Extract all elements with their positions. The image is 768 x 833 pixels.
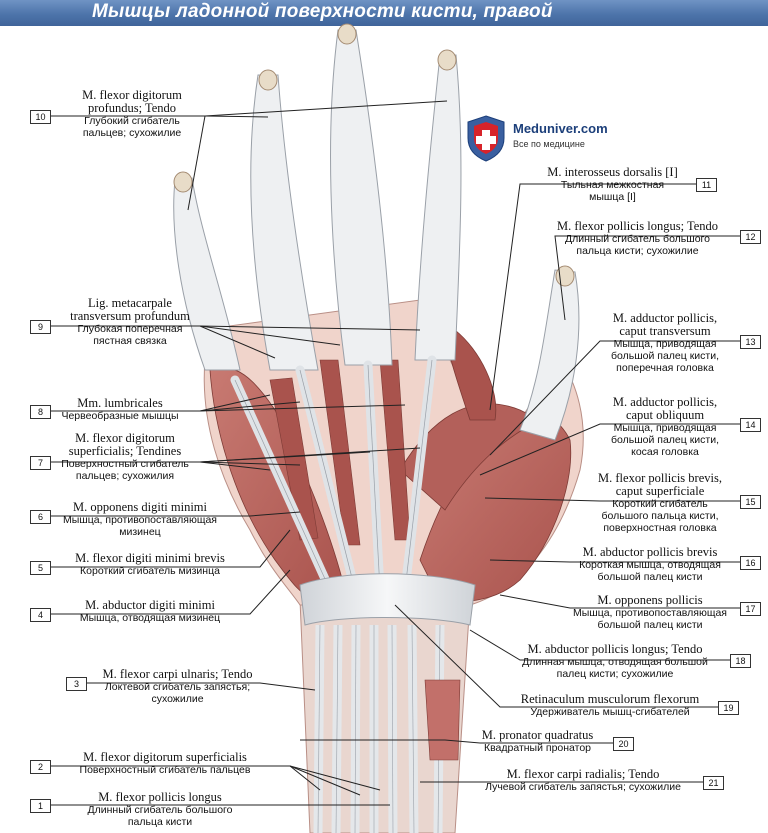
label-number-18: 18: [730, 654, 751, 668]
label-number-17: 17: [740, 602, 761, 616]
label-number-13: 13: [740, 335, 761, 349]
label-number-16: 16: [740, 556, 761, 570]
meduniver-logo: Meduniver.com Все по медицине: [462, 114, 622, 164]
label-13: M. adductor pollicis,caput transversum М…: [611, 311, 719, 375]
label-20: M. pronator quadratus Квадратный пронато…: [481, 728, 594, 755]
label-3: M. flexor carpi ulnaris; Tendo Локтевой …: [102, 667, 253, 706]
label-15: M. flexor pollicis brevis,caput superfic…: [598, 471, 722, 535]
label-number-5: 5: [30, 561, 51, 575]
label-number-1: 1: [30, 799, 51, 813]
label-number-20: 20: [613, 737, 634, 751]
label-number-4: 4: [30, 608, 51, 622]
label-number-3: 3: [66, 677, 87, 691]
label-number-7: 7: [30, 456, 51, 470]
label-number-8: 8: [30, 405, 51, 419]
label-19: Retinaculum musculorum flexorum Удержива…: [520, 692, 700, 719]
shield-logo-icon: [467, 115, 505, 162]
label-number-10: 10: [30, 110, 51, 124]
leader-lines: [49, 100, 741, 806]
label-number-14: 14: [740, 418, 761, 432]
label-12: M. flexor pollicis longus; Tendo Длинный…: [556, 219, 719, 258]
index-finger: [414, 54, 462, 361]
label-number-21: 21: [703, 776, 724, 790]
label-16: M. abductor pollicis brevis Короткая мыш…: [579, 545, 721, 584]
label-1: M. flexor pollicis longus Длинный сгибат…: [87, 790, 233, 829]
label-number-19: 19: [718, 701, 739, 715]
label-4: M. abductor digiti minimi Мышца, отводящ…: [79, 598, 221, 625]
label-number-15: 15: [740, 495, 761, 509]
retinaculum-flexorum: [299, 573, 476, 626]
label-number-12: 12: [740, 230, 761, 244]
pronator-quadratus: [424, 679, 461, 761]
ring-finger: [250, 74, 319, 371]
label-17: M. opponens pollicis Мышца, противопоста…: [572, 593, 727, 632]
label-number-11: 11: [696, 178, 717, 192]
logo-tagline: Все по медицине: [513, 139, 585, 149]
label-2: M. flexor digitorum superficialis Поверх…: [79, 750, 251, 777]
label-14: M. adductor pollicis,caput obliquum Мышц…: [611, 395, 719, 459]
label-number-6: 6: [30, 510, 51, 524]
middle-finger: [330, 29, 393, 366]
label-number-9: 9: [30, 320, 51, 334]
logo-name: Meduniver.com: [513, 121, 608, 136]
label-11: M. interosseus dorsalis [I] Тыльная межк…: [547, 165, 678, 204]
page-title: Мышцы ладонной поверхности кисти, правой: [92, 1, 553, 22]
little-finger: [173, 177, 241, 371]
fingertips: [173, 23, 575, 287]
label-6: M. opponens digiti minimi Мышца, противо…: [62, 500, 217, 539]
title-bar: Мышцы ладонной поверхности кисти, правой: [0, 0, 768, 26]
label-8: Mm. lumbricales Червеобразные мышцы: [61, 396, 179, 423]
label-18: M. abductor pollicis longus; Tendo Длинн…: [522, 642, 708, 681]
label-21: M. flexor carpi radialis; Tendo Лучевой …: [485, 767, 681, 794]
label-5: M. flexor digiti minimi brevis Короткий …: [75, 551, 225, 578]
label-number-2: 2: [30, 760, 51, 774]
